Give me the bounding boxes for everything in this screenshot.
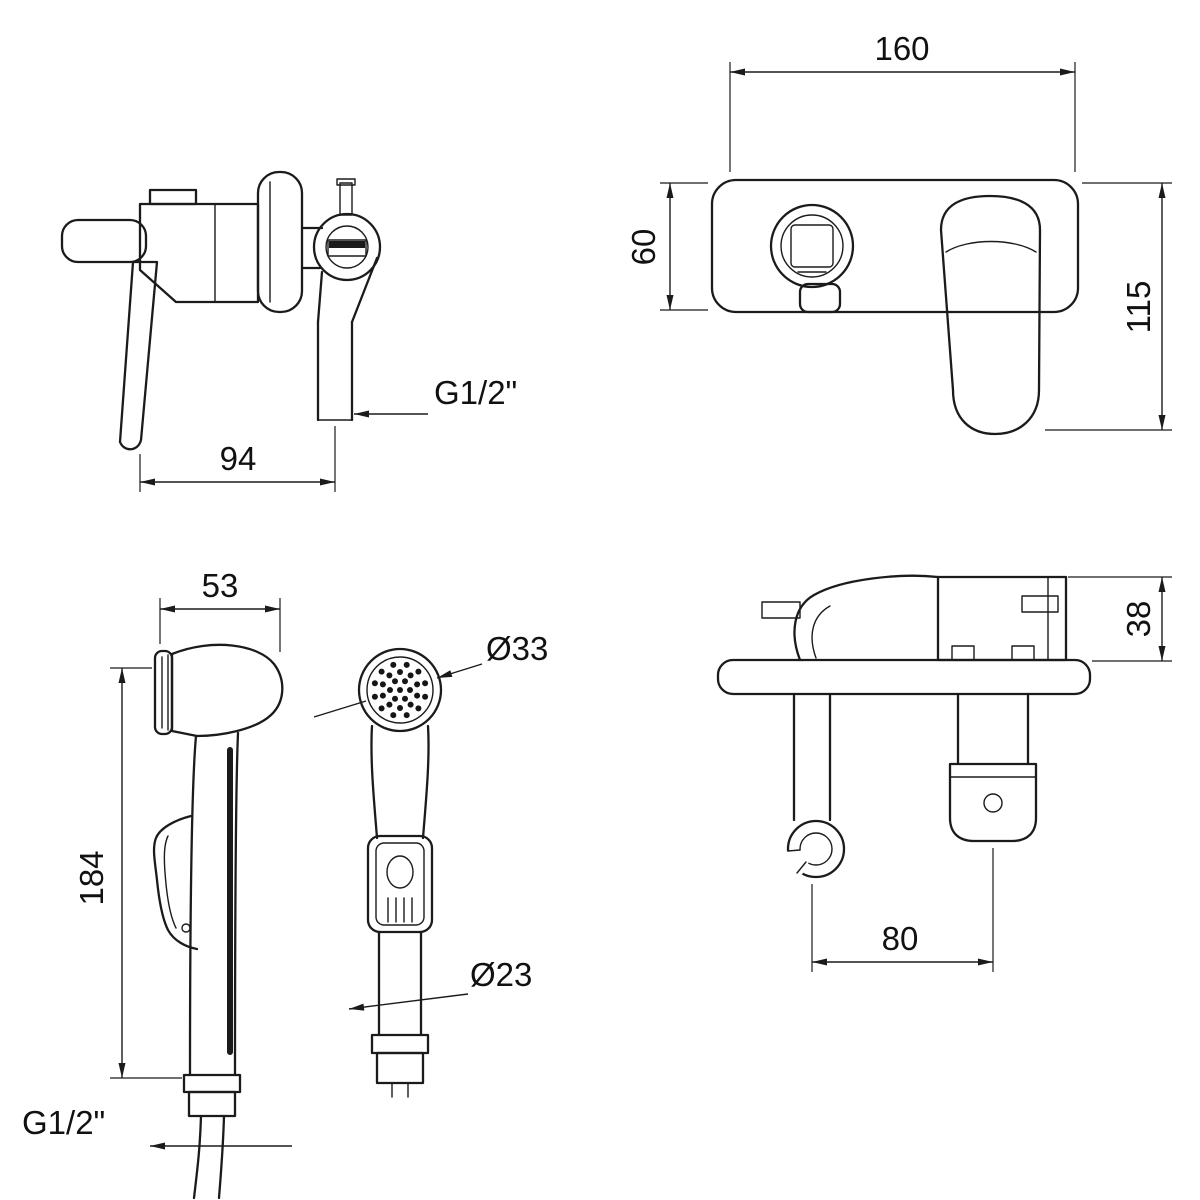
holder-pin [339,182,353,216]
view-mixer-front: 160 60 115 [625,30,1172,436]
view-mixer-side: G1/2" 94 [60,170,517,492]
handle-grip [60,218,148,264]
shower-holder-hook [758,819,846,904]
label-width-94: 94 [220,440,257,477]
knob-base [798,282,842,314]
nozzle-dots [371,661,429,719]
lever-top-view [793,574,940,662]
dim-60: 60 [625,182,708,311]
dim-184: 184 [73,667,182,1079]
mixer-body [138,202,260,304]
view-sprayer-side: 53 184 G1/2" [22,567,292,1200]
label-spacing: 80 [882,920,919,957]
dim-outlet-thread: G1/2" [354,374,517,418]
label-length: 184 [73,850,110,905]
button [386,855,414,889]
label-head-diameter: Ø33 [486,630,548,667]
dim-80: 80 [811,848,994,972]
sprayer-head [170,643,284,738]
label-plate-height: 60 [625,229,662,266]
label-overall-height: 115 [1120,281,1157,334]
sprayer-body [188,734,198,1077]
trigger [152,814,199,951]
mixer-lever [939,194,1042,436]
view-sprayer-front: Ø33 Ø23 [313,630,548,1098]
label-outlet-thread: G1/2" [434,374,517,411]
mixer-body-top [936,575,1068,662]
label-body-diameter: Ø23 [470,956,532,993]
dim-38: 38 [1068,576,1172,662]
dim-body-diameter: Ø23 [348,956,532,1011]
holder-ring [312,212,382,282]
elbow-block [948,762,1038,843]
dim-94: 94 [139,426,336,492]
body-cap [148,188,198,206]
coupling-nut [182,1073,242,1094]
dim-head-diameter: Ø33 [313,630,548,718]
label-depth: 38 [1120,601,1157,638]
sprayer-front-body [370,724,379,840]
dim-115: 115 [1045,182,1172,431]
dim-53: 53 [159,567,281,652]
dim-160: 160 [729,30,1076,172]
label-head-width: 53 [202,567,239,604]
spray-face-edge [153,649,174,736]
label-hose-thread: G1/2" [22,1104,105,1141]
view-wall-unit: 38 80 [716,574,1172,972]
diverter-knob [769,203,855,289]
button-module [366,834,434,934]
spray-face [357,647,443,733]
mixer-plate [710,178,1080,314]
dim-hose-thread: G1/2" [22,1104,292,1150]
hose [192,1114,203,1200]
handle-lever [118,260,159,451]
label-plate-width: 160 [874,30,929,67]
wall-flange [256,170,304,314]
escutcheon-bar [716,658,1092,696]
